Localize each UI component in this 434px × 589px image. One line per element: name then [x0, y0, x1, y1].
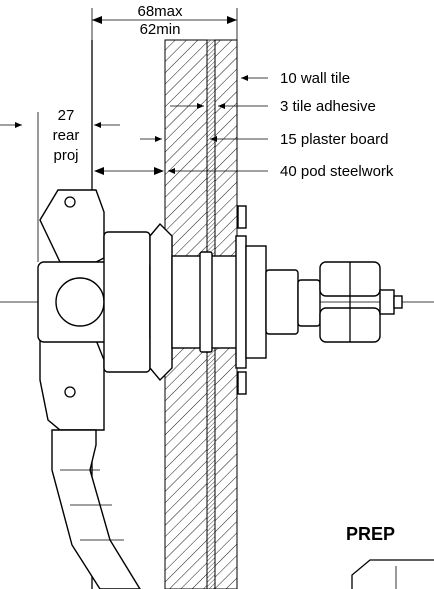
tile-adhesive-label: 3 tile adhesive — [280, 98, 376, 115]
rear-proj-word1: rear — [53, 127, 80, 144]
valve-assembly — [37, 189, 403, 589]
pod-steelwork-label: 40 pod steelwork — [280, 163, 394, 180]
overall-min-label: 62min — [140, 21, 181, 38]
rear-projection-dimension: 27 rear proj — [0, 107, 120, 262]
overall-dimension: 68max 62min — [91, 3, 238, 40]
overall-max-label: 68max — [137, 3, 183, 20]
plaster-board-label: 15 plaster board — [280, 131, 388, 148]
callout-plaster-board: 15 plaster board — [140, 131, 388, 148]
callout-wall-tile: 10 wall tile — [241, 70, 350, 87]
callout-pod-steelwork: 40 pod steelwork — [94, 163, 394, 180]
section-heading: PREP — [346, 524, 395, 544]
rear-proj-word2: proj — [53, 147, 78, 164]
rear-proj-value: 27 — [58, 107, 75, 124]
wall-tile-label: 10 wall tile — [280, 70, 350, 87]
partial-outline — [351, 559, 434, 589]
callout-tile-adhesive: 3 tile adhesive — [170, 98, 376, 115]
